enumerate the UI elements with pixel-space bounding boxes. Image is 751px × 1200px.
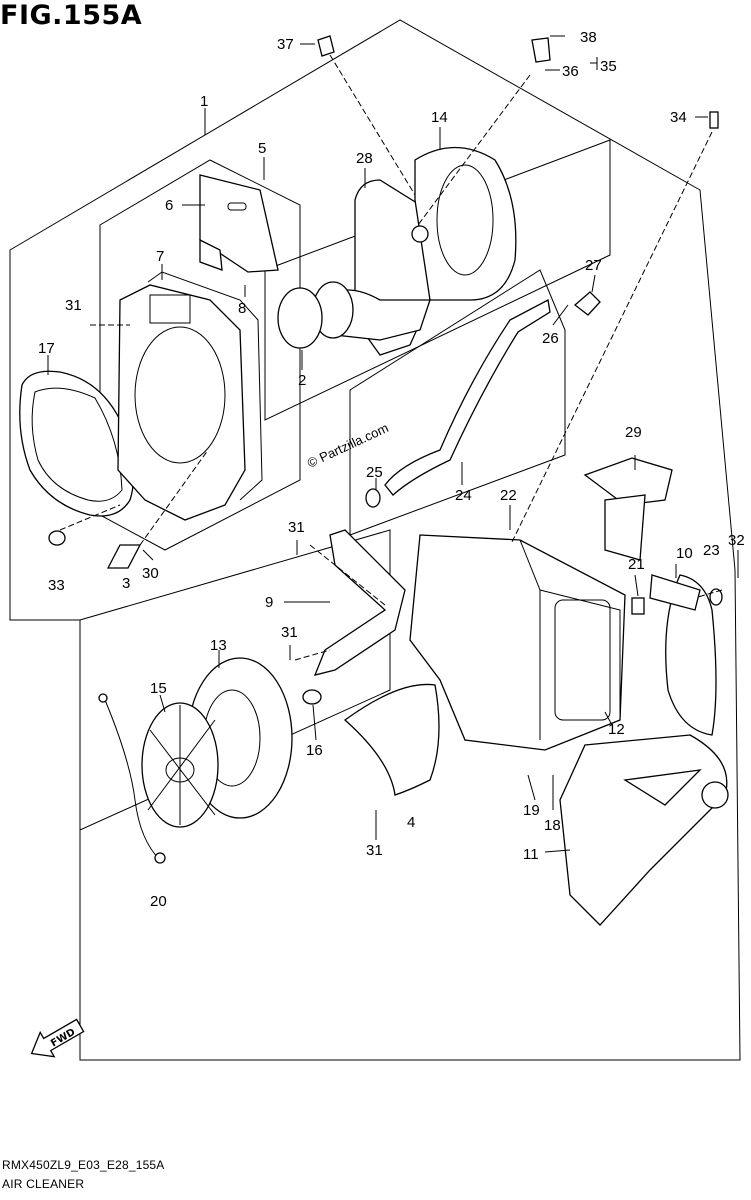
hose-panel [349,269,566,536]
callout-5: 5 [258,140,266,157]
callout-18: 18 [544,817,561,834]
deflector-part [343,683,440,796]
bracket-3-part [106,544,142,569]
callout-2: 2 [298,372,306,389]
bracket-37-part [317,35,335,57]
seal-part [302,689,322,705]
callout-1: 1 [200,93,208,110]
side-cover-part [559,734,728,926]
callout-labels: 1 2 3 4 5 6 7 8 9 10 11 12 13 14 15 16 1… [38,29,745,910]
callout-25: 25 [366,464,383,481]
bolt-34-part [709,111,719,129]
callout-17: 17 [38,340,55,357]
callout-20: 20 [150,893,167,910]
intake-boot-part [414,146,517,301]
callout-19: 19 [523,802,540,819]
callout-36: 36 [562,63,579,80]
bracket-38-part [531,37,551,63]
callout-28: 28 [356,150,373,167]
figure-title: FIG.155A [0,0,143,31]
leader-lines [47,35,739,853]
bracket-part [313,529,406,676]
callout-32: 32 [728,532,745,549]
callout-23: 23 [703,542,720,559]
breather-hose-part [384,299,551,496]
callout-31-b: 31 [288,519,305,536]
rear-guard-part [665,574,717,736]
callout-10: 10 [676,545,693,562]
callout-4: 4 [407,814,415,831]
assembly-frame [9,19,741,1061]
forward-direction-arrow-icon: FWD [30,1018,85,1058]
callout-33: 33 [48,577,65,594]
callout-7: 7 [156,248,164,265]
callout-16: 16 [306,742,323,759]
callout-22: 22 [500,487,517,504]
sheet-part [199,174,279,273]
callout-13: 13 [210,637,227,654]
figure-code: RMX450ZL9_E03_E28_155A [2,1158,165,1172]
callout-26: 26 [542,330,559,347]
air-box-part [409,534,626,751]
callout-31-c: 31 [281,624,298,641]
callout-6: 6 [165,197,173,214]
filter-panel [79,529,391,831]
gasket-part [19,370,134,517]
cover-plate-part [117,284,246,521]
callout-34: 34 [670,109,687,126]
figure-name: AIR CLEANER [2,1177,85,1191]
callout-14: 14 [431,109,448,126]
callout-29: 29 [625,424,642,441]
callout-27: 27 [585,257,602,274]
callout-24: 24 [455,487,472,504]
callout-12: 12 [608,721,625,738]
callout-37: 37 [277,36,294,53]
callout-35: 35 [600,58,617,75]
callout-38: 38 [580,29,597,46]
callout-21: 21 [628,556,645,573]
callout-11: 11 [523,846,539,863]
callout-31-d: 31 [366,842,383,859]
washer-23-part [709,588,723,606]
callout-31-a: 31 [65,297,82,314]
callout-8: 8 [238,300,246,317]
callout-15: 15 [150,680,167,697]
callout-3: 3 [122,575,130,592]
callout-9: 9 [265,594,273,611]
clamp-part [277,287,323,349]
callout-30: 30 [142,565,159,582]
nut-33-part [48,530,66,546]
filter-wire-part [104,699,161,861]
clip-21-part [631,597,645,615]
